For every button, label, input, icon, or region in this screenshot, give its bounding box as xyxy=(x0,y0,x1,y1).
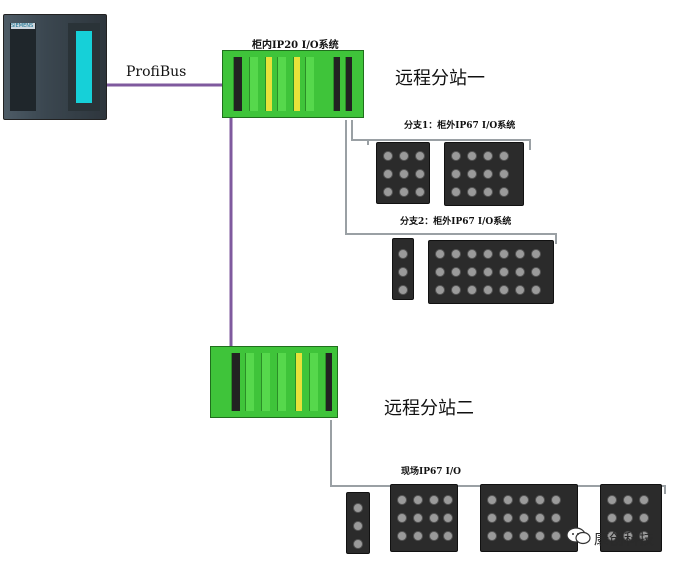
ip67-field-3 xyxy=(480,484,578,552)
ip67-field-1 xyxy=(346,492,370,554)
ip67-module-b2-1 xyxy=(392,238,414,300)
field-io-label: 现场IP67 I/O xyxy=(401,467,461,477)
wechat-icon xyxy=(566,526,592,546)
ip67-field-4 xyxy=(600,484,662,552)
branch-1-cable xyxy=(351,120,531,150)
plc-cpu: SIEMENS xyxy=(3,14,107,120)
ip67-module-b2-2 xyxy=(428,240,554,304)
ip67-field-2 xyxy=(390,484,458,552)
ip67-module-b1-1 xyxy=(376,142,430,204)
remote-station-2-label: 远程分站二 xyxy=(384,398,474,419)
branch-1-label: 分支1：柜外IP67 I/O系统 xyxy=(404,121,516,131)
ip67-module-b1-2 xyxy=(444,142,524,206)
cabinet-system-label: 柜内IP20 I/O系统 xyxy=(252,40,339,51)
ip20-io-system-1 xyxy=(222,50,364,118)
profibus-label: ProfiBus xyxy=(126,64,187,80)
ip20-io-system-2 xyxy=(210,346,338,418)
watermark-text: 康创科技 xyxy=(594,530,655,548)
plc-status-leds xyxy=(76,31,92,103)
branch-2-cable xyxy=(345,120,557,244)
branch-2-label: 分支2：柜外IP67 I/O系统 xyxy=(400,217,512,227)
remote-station-1-label: 远程分站一 xyxy=(395,68,485,89)
field-cable xyxy=(330,420,666,494)
plc-brand: SIEMENS xyxy=(11,23,35,29)
